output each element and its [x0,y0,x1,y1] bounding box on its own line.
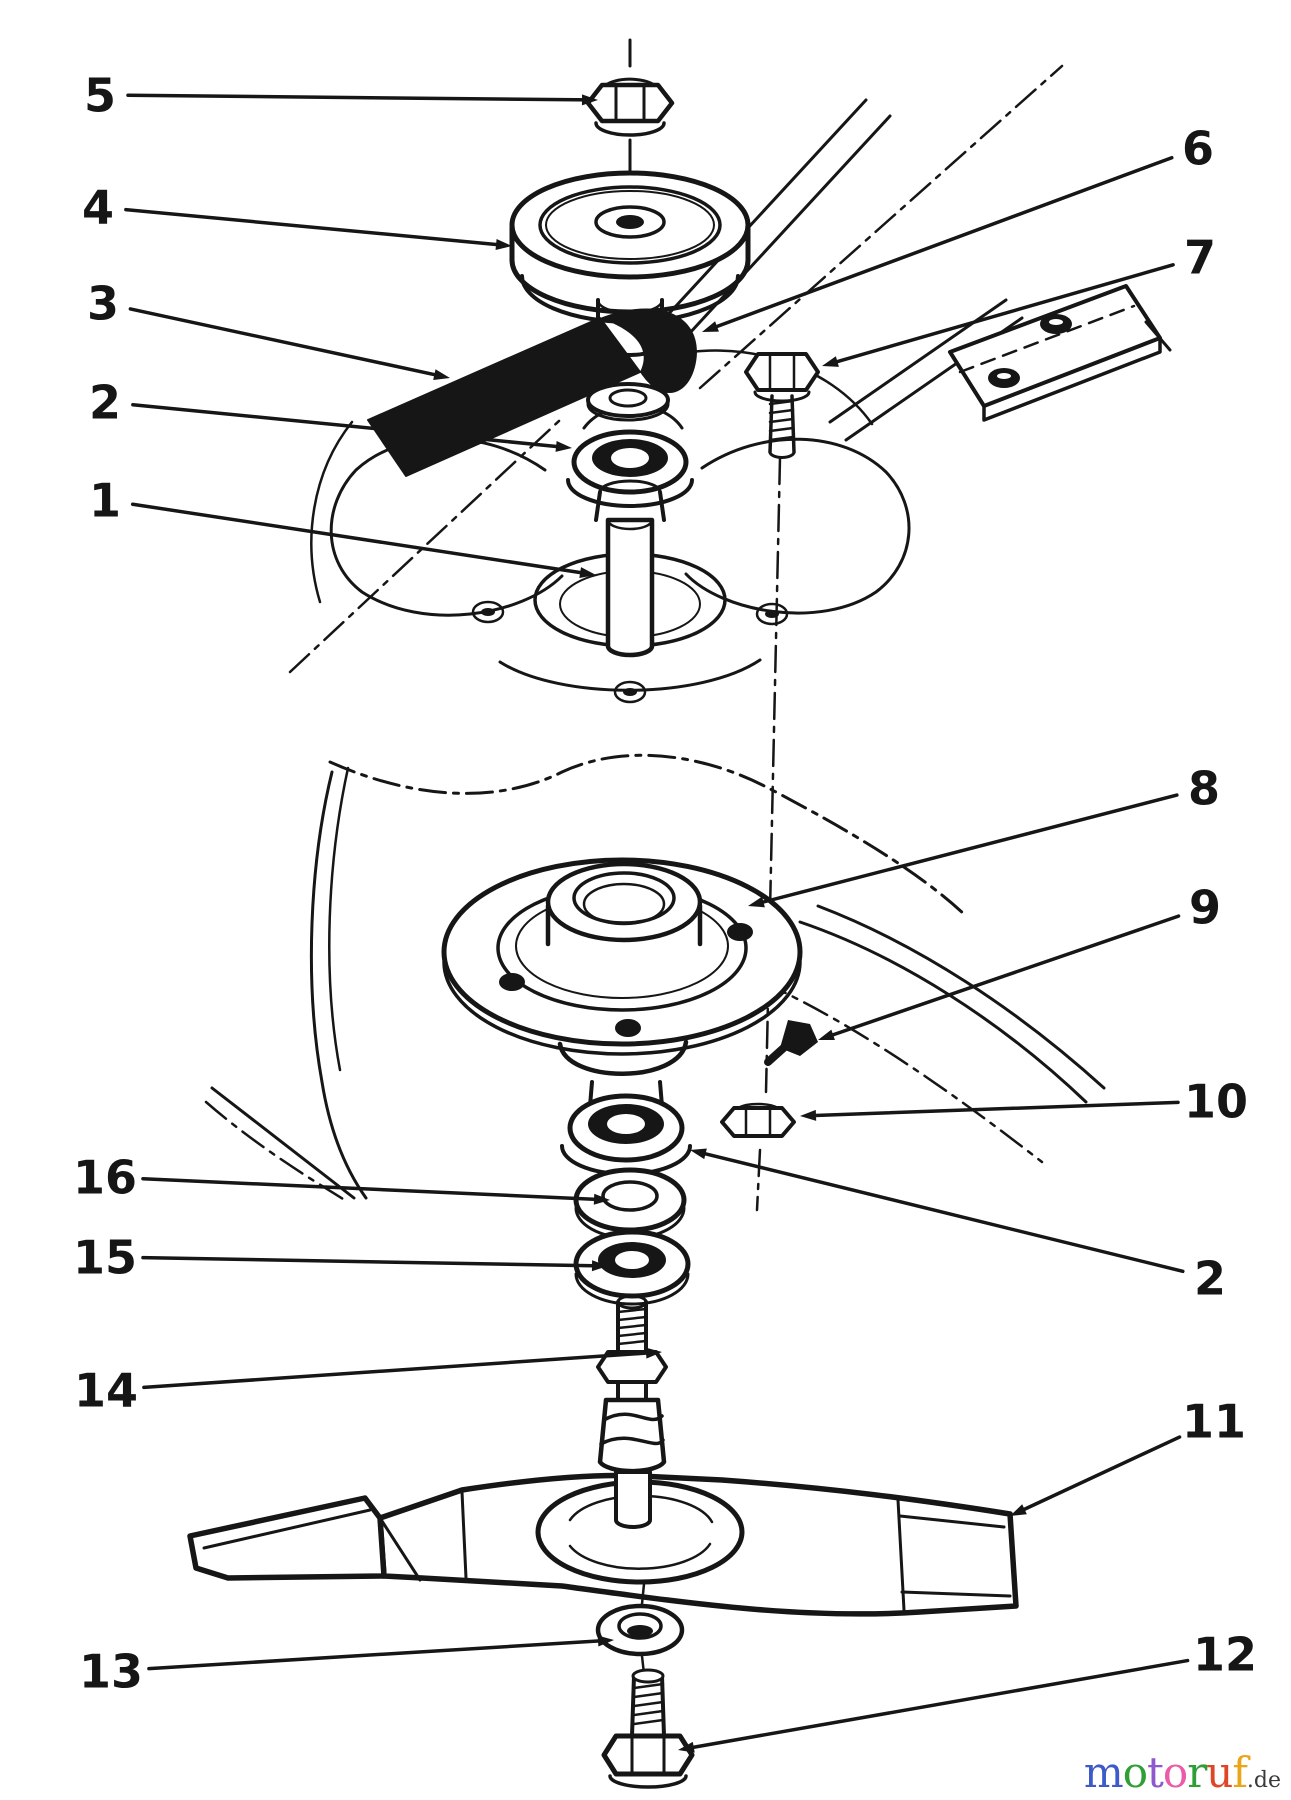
spindle-housing-part8 [441,857,803,1108]
blade-part11 [187,1472,1019,1617]
callout-number-bearing-lower: 2 [1194,1252,1226,1306]
callout-arrowhead [433,369,450,380]
watermark-letter: m [1083,1748,1124,1797]
callout-leader-blade-washer [147,1638,608,1671]
watermark-letter: o [1162,1748,1188,1797]
callout-leader-blade-bolt [684,1658,1190,1751]
callout-number-spindle-housing: 8 [1188,762,1220,816]
bearing-part2-lower [560,1093,692,1176]
callout-arrowhead [702,321,719,332]
hex-nut-part10 [720,1102,796,1138]
pulley-part4 [509,170,751,357]
bolt-part14 [596,1294,668,1402]
watermark-letter: r [1187,1748,1207,1797]
callout-number-washer-lower: 15 [73,1231,137,1285]
callout-arrowhead [555,440,572,452]
callout-leader-stud-bolt [142,1350,656,1390]
callout-number-blade-washer: 13 [79,1645,143,1699]
watermark-letter: f [1232,1748,1248,1797]
callout-leader-deck-bolt [827,263,1175,366]
bearing-part2-upper [566,429,694,508]
callout-leader-housing-bolt [823,914,1181,1040]
callout-leader-blade [1015,1435,1182,1515]
callout-leader-hex-nut [806,1100,1180,1118]
mounting-bracket [948,284,1172,422]
bolt-axis-centerline [755,456,782,1212]
callout-number-washer-upper: 16 [73,1151,137,1205]
v-belt-part3 [367,308,697,477]
bolt-part9 [764,1020,818,1066]
spacer-washer [586,382,670,422]
deck-bolt-part7 [744,352,820,459]
callout-number-blade-bolt: 12 [1193,1628,1257,1682]
callout-arrowhead [645,1347,662,1359]
blade-adapter [597,1397,667,1529]
callout-arrowhead [748,896,765,908]
watermark-letters: motoruf [1083,1748,1248,1797]
watermark-letter: o [1122,1748,1148,1797]
callout-number-pulley: 4 [82,181,114,235]
watermark-letter: t [1147,1748,1164,1797]
callout-arrowhead [495,239,512,250]
callout-leader-v-belt [128,307,444,379]
callout-leader-spindle-housing [753,793,1179,906]
callout-leader-bearing-upper [131,402,566,449]
washer-part13 [595,1582,685,1676]
callout-arrowhead [579,567,596,579]
callout-arrowhead [591,1260,608,1272]
callout-leader-washer-lower [141,1255,602,1268]
callout-leader-pulley [124,207,506,247]
callout-arrowhead [597,1635,614,1647]
blade-bolt-part12 [601,1668,695,1789]
watermark-suffix: .de [1246,1768,1281,1793]
callout-arrowhead [800,1109,817,1121]
callout-leader-belt-pulley-area [707,155,1174,331]
callout-number-belt-pulley-area: 6 [1182,122,1214,176]
callout-arrowhead [581,94,598,106]
callout-arrowhead [690,1148,707,1160]
callout-arrowhead [593,1193,610,1205]
callout-arrowhead [822,356,839,367]
watermark-letter: u [1206,1748,1233,1797]
callout-number-housing-bolt: 9 [1189,881,1221,935]
callout-leader-spindle-nut [126,93,592,102]
callout-number-deck-bolt: 7 [1184,231,1216,285]
callout-arrowhead [678,1741,695,1753]
callout-leader-spindle-shaft [130,502,590,576]
callout-arrowhead [1010,1504,1027,1516]
callout-number-v-belt: 3 [87,277,119,331]
motoruf-watermark: motoruf.de [1084,1752,1281,1794]
callout-leader-washer-upper [141,1176,604,1202]
callout-number-blade: 11 [1182,1395,1246,1449]
callout-arrowhead [818,1029,835,1041]
callout-number-stud-bolt: 14 [74,1364,138,1418]
callout-number-bearing-upper: 2 [89,376,121,430]
callout-number-spindle-nut: 5 [84,69,116,123]
spindle-nut-part5 [585,38,675,174]
washer-part16 [573,1167,687,1240]
callout-leader-bearing-lower [696,1150,1185,1274]
callout-number-hex-nut: 10 [1184,1075,1248,1129]
spindle-shaft-part1 [594,479,666,658]
callout-number-spindle-shaft: 1 [89,474,121,528]
